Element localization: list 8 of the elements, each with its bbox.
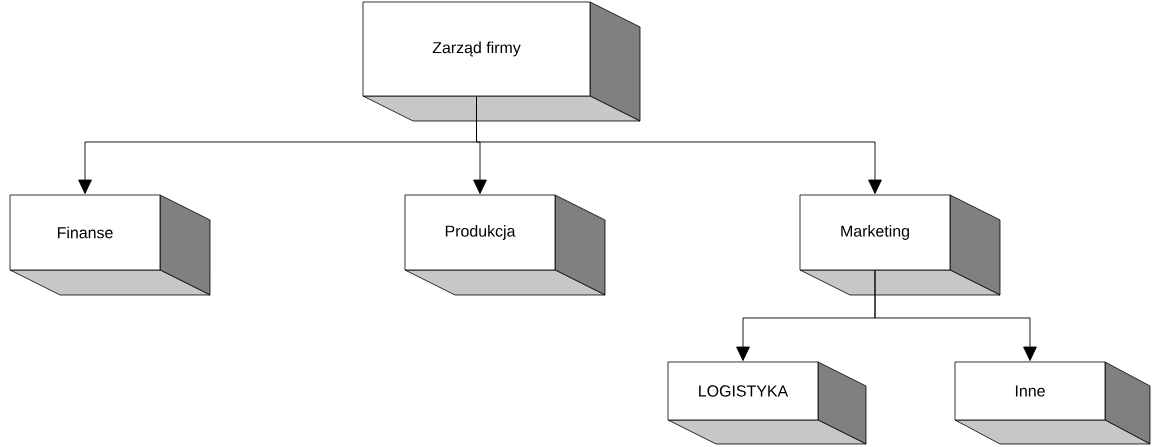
- box: Marketing: [799, 194, 1001, 296]
- box: Zarząd firmy: [362, 1, 641, 122]
- arrow: [874, 269, 1037, 361]
- arrow: [476, 95, 882, 194]
- box: Produkcja: [404, 194, 606, 296]
- box: Finanse: [9, 194, 211, 296]
- box: Inne: [954, 361, 1151, 445]
- box: LOGISTYKA: [667, 361, 867, 445]
